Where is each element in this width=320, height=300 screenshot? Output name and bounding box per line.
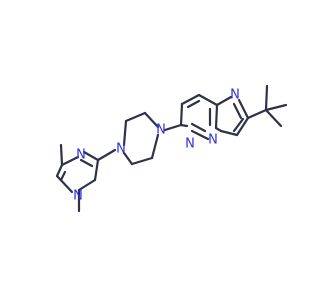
bond bbox=[163, 123, 183, 132]
bond bbox=[55, 163, 64, 178]
bond bbox=[143, 111, 160, 129]
piperazine-n-left-label: N bbox=[116, 142, 126, 157]
bond bbox=[79, 158, 94, 168]
bond bbox=[59, 143, 64, 167]
bond bbox=[264, 108, 283, 128]
bond bbox=[232, 102, 243, 120]
imidazopyridazine-n-lower-right-label: N bbox=[208, 133, 218, 148]
bond bbox=[179, 123, 189, 128]
imidazopyridazine-n-lower-left-label: N bbox=[185, 137, 195, 152]
bond bbox=[232, 117, 245, 133]
bond bbox=[150, 133, 160, 160]
bond bbox=[264, 103, 288, 112]
bond bbox=[197, 93, 219, 107]
pyrimidine-ring bbox=[55, 143, 100, 213]
pyrimidine-n-top-label: N bbox=[76, 148, 86, 163]
bond bbox=[190, 129, 210, 141]
bond bbox=[179, 102, 184, 127]
bond bbox=[237, 98, 250, 120]
imidazopyridazine-n-top-label: N bbox=[230, 88, 240, 103]
bond bbox=[215, 95, 233, 107]
bond bbox=[77, 178, 97, 192]
bond bbox=[96, 148, 117, 162]
piperazine-ring bbox=[122, 111, 160, 166]
bond bbox=[122, 151, 134, 166]
bond bbox=[190, 122, 207, 133]
tert-butyl-group bbox=[246, 84, 288, 128]
bond bbox=[82, 150, 100, 162]
bond bbox=[235, 116, 250, 137]
bond bbox=[60, 155, 80, 167]
pyrimidine-n-bottom-label: N bbox=[73, 189, 83, 204]
bond bbox=[186, 99, 201, 109]
molecule-diagram: N N N N N N N bbox=[0, 0, 300, 300]
bond bbox=[214, 126, 223, 133]
linker-bonds bbox=[96, 148, 117, 162]
imidazole-ring bbox=[214, 95, 250, 137]
molecule-canvas: N N N N N N N bbox=[0, 0, 300, 300]
bond bbox=[246, 108, 268, 120]
bond bbox=[93, 158, 100, 182]
bond bbox=[180, 93, 201, 106]
linker-bonds-right bbox=[163, 123, 183, 132]
pyridazine-ring bbox=[179, 93, 219, 141]
bond bbox=[130, 156, 154, 166]
bond bbox=[55, 174, 74, 194]
bond bbox=[59, 170, 67, 182]
bond bbox=[214, 103, 219, 130]
bond bbox=[124, 111, 147, 123]
bond bbox=[122, 119, 128, 147]
piperazine-n-right-label: N bbox=[156, 123, 166, 138]
bond bbox=[264, 84, 269, 112]
diagram-background bbox=[0, 0, 300, 300]
bond bbox=[219, 129, 239, 137]
